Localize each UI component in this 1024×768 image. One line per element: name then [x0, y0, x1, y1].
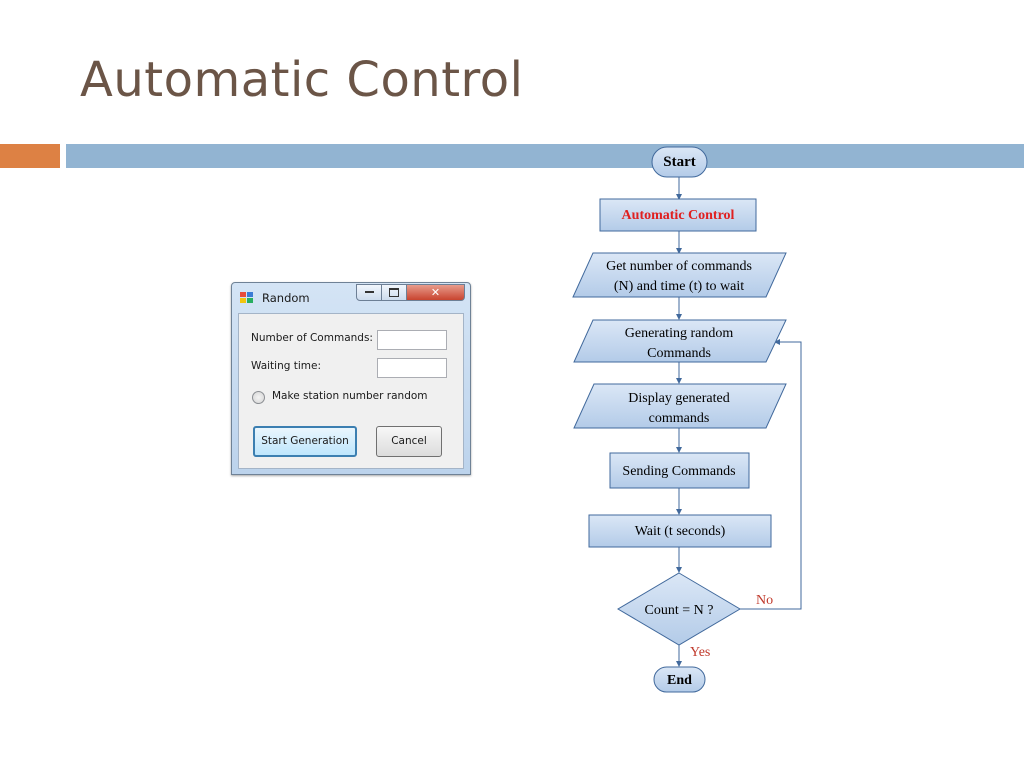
- display-commands-label-line1: Display generated: [628, 391, 729, 406]
- count-decision-label: Count = N ?: [645, 603, 714, 618]
- end-node: End: [653, 666, 706, 693]
- random-station-radio[interactable]: [252, 391, 265, 404]
- close-icon: ✕: [430, 286, 441, 299]
- maximize-icon: [389, 287, 399, 297]
- generate-commands-label-line1: Generating random: [625, 326, 734, 341]
- minimize-button[interactable]: [356, 284, 382, 301]
- minimize-icon: [364, 291, 374, 293]
- wait-label: Wait (t seconds): [635, 524, 726, 539]
- dialog-client-area: Number of Commands: Waiting time: Make s…: [238, 313, 464, 469]
- cancel-button[interactable]: Cancel: [376, 426, 442, 457]
- count-decision-node: Count = N ?: [617, 572, 741, 646]
- close-button[interactable]: ✕: [407, 284, 465, 301]
- yes-branch-label: Yes: [690, 645, 710, 660]
- number-of-commands-input[interactable]: [377, 330, 447, 350]
- random-dialog-window: Random ✕ Number of Commands: Waiting tim…: [231, 282, 471, 475]
- generate-commands-node: Generating random Commands: [573, 319, 787, 363]
- generate-commands-label-line2: Commands: [647, 346, 711, 361]
- app-icon: [240, 292, 254, 304]
- slide-title: Automatic Control: [80, 52, 524, 108]
- maximize-button[interactable]: [382, 284, 407, 301]
- accent-bar-blue: [66, 144, 1024, 168]
- display-commands-node: Display generated commands: [573, 383, 787, 429]
- flow-connectors: [676, 177, 802, 667]
- start-node: Start: [651, 146, 708, 178]
- dialog-titlebar[interactable]: Random ✕: [232, 283, 470, 311]
- sending-commands-node: Sending Commands: [609, 452, 750, 489]
- dialog-title: Random: [262, 291, 310, 305]
- display-commands-label-line2: commands: [649, 411, 710, 426]
- end-label: End: [667, 673, 692, 688]
- number-of-commands-label: Number of Commands:: [251, 332, 373, 344]
- random-station-label[interactable]: Make station number random: [272, 390, 428, 402]
- get-input-label-line1: Get number of commands: [606, 259, 752, 274]
- start-label: Start: [663, 154, 696, 170]
- automatic-control-node: Automatic Control: [599, 198, 757, 232]
- wait-node: Wait (t seconds): [588, 514, 772, 548]
- get-input-label-line2: (N) and time (t) to wait: [614, 279, 744, 294]
- sending-commands-label: Sending Commands: [622, 464, 735, 479]
- automatic-control-label: Automatic Control: [622, 208, 735, 223]
- get-input-node: Get number of commands (N) and time (t) …: [572, 252, 787, 298]
- waiting-time-input[interactable]: [377, 358, 447, 378]
- start-generation-button[interactable]: Start Generation: [253, 426, 357, 457]
- no-branch-label: No: [756, 593, 773, 608]
- waiting-time-label: Waiting time:: [251, 360, 322, 372]
- accent-bar-orange: [0, 144, 60, 168]
